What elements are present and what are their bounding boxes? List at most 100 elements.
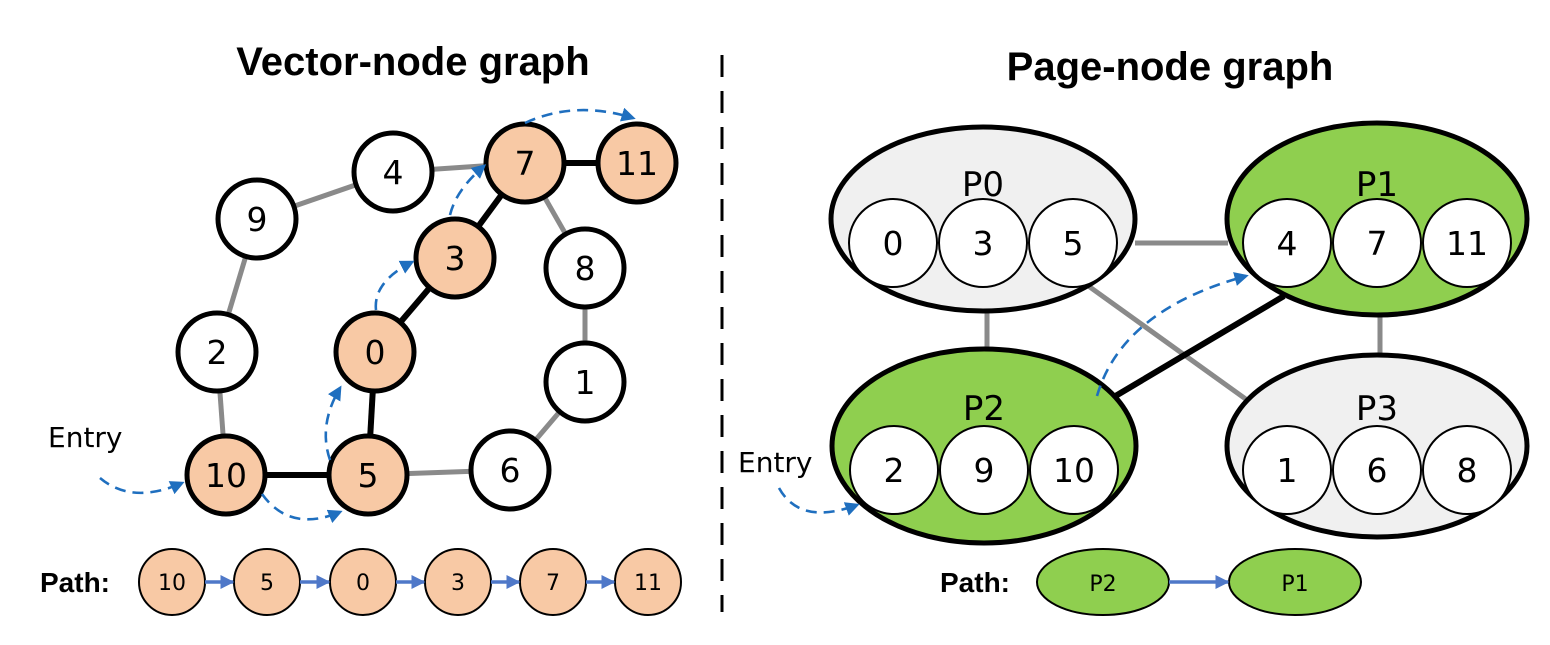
- vector-node-10: 10: [184, 433, 268, 517]
- vector-node-circle: [326, 433, 410, 517]
- member-label: 5: [1063, 224, 1084, 263]
- page-path-sequence: P2 P1: [1036, 548, 1362, 616]
- member-circle: [848, 198, 938, 288]
- page-member-0: 0: [848, 198, 938, 288]
- member-circle: [1242, 425, 1332, 515]
- vector-node-circle: [543, 226, 627, 310]
- search-arrow-7-11: [524, 107, 636, 125]
- path-node-11: 11: [614, 548, 682, 616]
- page-member-3: 3: [938, 198, 1028, 288]
- search-arrow-0-3: [374, 260, 415, 311]
- vector-graph-title: Vector-node graph: [236, 40, 589, 84]
- page-member-6: 6: [1332, 425, 1422, 515]
- member-circle: [1242, 198, 1332, 288]
- vector-node-1: 1: [543, 340, 627, 424]
- page-graph-search-arrows: [777, 272, 1249, 516]
- search-arrow-3-7: [448, 164, 487, 216]
- vector-node-circle: [483, 121, 567, 205]
- vector-node-label: 2: [207, 333, 228, 372]
- vector-node-circle: [184, 433, 268, 517]
- vector-node-label: 9: [247, 200, 268, 239]
- vector-node-7: 7: [483, 121, 567, 205]
- path-node-5: 5: [233, 548, 301, 616]
- member-circle: [849, 425, 939, 515]
- vector-node-3: 3: [413, 216, 497, 300]
- member-label: 10: [1053, 451, 1095, 490]
- member-label: 4: [1277, 224, 1298, 263]
- member-circle: [1029, 425, 1119, 515]
- page-member-2: 2: [849, 425, 939, 515]
- member-label: 3: [973, 224, 994, 263]
- page-edge-P0-P3: [1085, 282, 1256, 408]
- path-node-7: 7: [519, 548, 587, 616]
- page-entry-arrow: [777, 487, 860, 516]
- vector-node-label: 0: [365, 333, 386, 372]
- search-arrow-5-0: [324, 385, 342, 461]
- member-label: 0: [883, 224, 904, 263]
- path-node-label: 5: [260, 571, 274, 596]
- member-label: 8: [1457, 451, 1478, 490]
- path-node-label: 0: [356, 571, 370, 596]
- vector-node-8: 8: [543, 226, 627, 310]
- vector-node-label: 10: [205, 456, 247, 495]
- page-path-label: P1: [1281, 572, 1308, 597]
- path-node-label: 3: [451, 571, 465, 596]
- vector-node-circle: [413, 216, 497, 300]
- vector-node-label: 11: [616, 144, 658, 183]
- vector-node-circle: [543, 340, 627, 424]
- page-edge-P2-P1: [1100, 293, 1286, 407]
- member-circle: [939, 425, 1029, 515]
- vector-node-circle: [215, 177, 299, 261]
- path-node-0: 0: [329, 548, 397, 616]
- page-path-label: Path:: [940, 567, 1010, 598]
- page-member-5: 5: [1028, 198, 1118, 288]
- member-label: 7: [1367, 224, 1388, 263]
- path-node-label: 7: [546, 571, 560, 596]
- member-circle: [1028, 198, 1118, 288]
- vector-path-label: Path:: [40, 567, 110, 598]
- vector-node-9: 9: [215, 177, 299, 261]
- vector-node-label: 3: [445, 239, 466, 278]
- member-circle: [1332, 425, 1422, 515]
- vector-node-6: 6: [468, 428, 552, 512]
- vector-node-5: 5: [326, 433, 410, 517]
- page-path-node-P2: P2: [1036, 548, 1170, 616]
- member-circle: [1332, 198, 1422, 288]
- page-path-label: P2: [1089, 572, 1116, 597]
- member-circle: [938, 198, 1028, 288]
- page-label: P2: [963, 389, 1005, 429]
- member-label: 11: [1446, 224, 1488, 263]
- member-label: 9: [974, 451, 995, 490]
- vector-node-2: 2: [175, 310, 259, 394]
- page-node-P2: P2 2 9 10: [829, 346, 1139, 546]
- vector-entry-label: Entry: [48, 421, 123, 454]
- vector-node-label: 6: [500, 451, 521, 490]
- vector-node-label: 7: [515, 144, 536, 183]
- member-label: 2: [884, 451, 905, 490]
- vector-node-circle: [595, 121, 679, 205]
- page-member-10: 10: [1029, 425, 1119, 515]
- vector-node-0: 0: [333, 310, 417, 394]
- member-label: 1: [1277, 451, 1298, 490]
- vector-node-label: 8: [575, 249, 596, 288]
- page-label: P3: [1356, 389, 1398, 429]
- page-search-arrow-P2-P1: [1095, 272, 1249, 397]
- page-member-9: 9: [939, 425, 1029, 515]
- vector-graph-search-arrows: [99, 107, 636, 524]
- vector-graph-nodes: 0 1 2 34 5 6 7 8 9 10 11: [175, 121, 679, 517]
- vector-node-label: 1: [575, 363, 596, 402]
- member-label: 6: [1367, 451, 1388, 490]
- page-member-4: 4: [1242, 198, 1332, 288]
- vector-node-circle: [333, 310, 417, 394]
- vector-node-4: 4: [351, 130, 435, 214]
- vector-node-11: 11: [595, 121, 679, 205]
- page-member-7: 7: [1332, 198, 1422, 288]
- page-member-11: 11: [1422, 198, 1512, 288]
- page-graph-edges: [984, 240, 1383, 408]
- page-member-1: 1: [1242, 425, 1332, 515]
- page-member-8: 8: [1422, 425, 1512, 515]
- vector-node-circle: [468, 428, 552, 512]
